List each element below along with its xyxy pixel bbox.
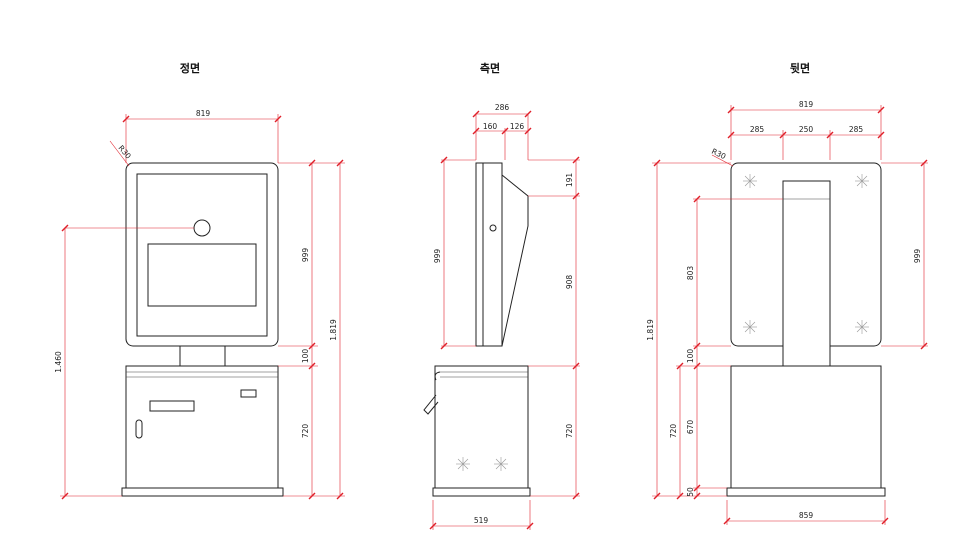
front-camera-circle: [193, 219, 211, 237]
front-small-slot: [240, 389, 257, 398]
side-screen-height-label: 908: [565, 275, 574, 290]
back-view-title: 뒷면: [790, 61, 810, 75]
front-slot-panel: [149, 400, 195, 412]
back-view: 819 285 250 285 R30 999 1.819: [646, 100, 928, 525]
side-depth-label: 286: [495, 103, 510, 112]
back-screw-tr: [855, 174, 869, 188]
side-monitor-back: [501, 173, 529, 347]
front-width-label: 819: [196, 109, 211, 118]
side-camera: [489, 224, 497, 232]
front-neck: [179, 345, 226, 367]
back-screw-tl: [743, 174, 757, 188]
front-screen: [147, 243, 257, 307]
front-view: 819 R30 999 100 720 1.819 1.460: [54, 109, 345, 500]
side-cabinet-curve: [434, 371, 441, 381]
front-gap-label: 100: [301, 349, 310, 364]
back-seg-mid-label: 250: [799, 125, 814, 134]
front-corner-label: R30: [116, 144, 133, 161]
back-base: [726, 487, 886, 497]
side-slope-label: 191: [565, 173, 574, 188]
front-handle: [135, 419, 143, 439]
side-depth-b-label: 126: [510, 122, 525, 131]
side-caster-right: [494, 457, 508, 471]
back-seg-left-label: 285: [750, 125, 765, 134]
back-total-height-label: 1.819: [646, 319, 655, 341]
back-screw-br: [855, 320, 869, 334]
back-pole: [782, 180, 831, 367]
side-caster-left: [456, 457, 470, 471]
side-monitor-body: [482, 162, 503, 347]
back-width-label: 819: [799, 100, 814, 109]
side-depth-a-label: 160: [483, 122, 498, 131]
front-base: [121, 487, 284, 497]
side-handle: [423, 394, 439, 415]
back-base-width-label: 859: [799, 511, 814, 520]
back-lower-cabinet: [730, 365, 882, 489]
side-monitor-front: [475, 162, 484, 347]
side-lower-height-label: 720: [565, 424, 574, 439]
front-total-height-label: 1.819: [329, 319, 338, 341]
front-upper-housing: [125, 162, 279, 347]
side-base-depth-label: 519: [474, 516, 489, 525]
side-view: 286 160 126 191 908 720 999 519: [423, 103, 580, 530]
back-lower-inner-label: 670: [686, 420, 695, 435]
side-lower-cabinet: [434, 365, 529, 489]
side-base: [432, 487, 531, 497]
back-base-label: 50: [686, 487, 695, 497]
side-view-title: 측면: [480, 61, 500, 75]
front-lower-cabinet: [125, 365, 279, 489]
front-lower-height-label: 720: [301, 424, 310, 439]
back-lower-height-label: 720: [669, 424, 678, 439]
front-inner-frame: [136, 173, 268, 337]
back-screw-bl: [743, 320, 757, 334]
front-upper-height-label: 999: [301, 248, 310, 263]
side-upper-height-label: 999: [433, 249, 442, 264]
front-center-height-label: 1.460: [54, 351, 63, 373]
back-gap-label: 100: [686, 349, 695, 364]
back-upper-height-label: 999: [913, 249, 922, 264]
front-view-title: 정면: [180, 61, 200, 75]
back-corner-label: R30: [710, 147, 727, 161]
back-mount-height-label: 803: [686, 266, 695, 281]
back-seg-right-label: 285: [849, 125, 864, 134]
